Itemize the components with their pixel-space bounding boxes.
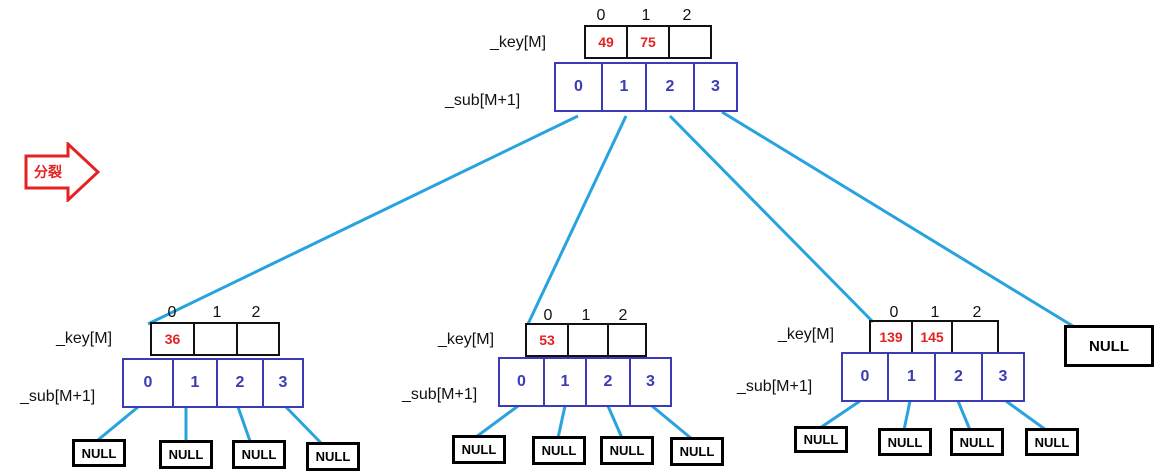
middle-index-0: 0 (543, 307, 553, 324)
left-key-cell-2 (238, 324, 278, 354)
left-key-label: _key[M] (56, 330, 113, 347)
right-null-1: NULL (878, 428, 932, 456)
root-key-cell-0: 49 (586, 27, 628, 57)
edge-middle-null2 (606, 405, 624, 439)
root-key-cell-2 (670, 27, 710, 57)
left-key-cell-1 (195, 324, 238, 354)
edge-middle-null0 (475, 404, 519, 439)
left-sub-cell-0: 0 (124, 360, 174, 406)
root-index-1: 1 (641, 7, 651, 24)
edge-right-null3 (1005, 399, 1047, 432)
root-sub-cell-2: 2 (647, 64, 695, 110)
middle-index-2: 2 (618, 307, 628, 324)
root-key-array: 49 75 (584, 25, 712, 59)
right-sub-array: 0 1 2 3 (841, 352, 1025, 402)
right-key-array: 139 145 (869, 320, 999, 354)
right-null-0: NULL (794, 426, 848, 453)
left-sub-cell-2: 2 (218, 360, 264, 406)
left-sub-label: _sub[M+1] (20, 388, 96, 405)
root-index-0: 0 (596, 7, 606, 24)
right-index-1: 1 (930, 304, 940, 321)
edge-middle-null3 (651, 404, 693, 441)
left-key-cell-0: 36 (152, 324, 195, 354)
right-key-label: _key[M] (778, 326, 835, 343)
middle-index-1: 1 (581, 307, 591, 324)
edge-root-sub2 (668, 114, 875, 324)
right-key-cell-0: 139 (871, 322, 913, 352)
root-null-3: NULL (1064, 325, 1154, 367)
root-index-2: 2 (682, 7, 692, 24)
middle-key-cell-1 (569, 325, 609, 355)
edge-right-null2 (956, 400, 972, 431)
middle-key-label: _key[M] (438, 331, 495, 348)
right-null-3: NULL (1025, 428, 1079, 456)
middle-sub-cell-1: 1 (545, 359, 587, 405)
middle-sub-cell-2: 2 (587, 359, 631, 405)
right-index-0: 0 (889, 304, 899, 321)
right-null-2: NULL (950, 428, 1004, 456)
middle-null-0: NULL (452, 435, 506, 464)
split-label: 分裂 (34, 165, 62, 181)
left-index-1: 1 (212, 304, 222, 321)
left-null-0: NULL (72, 439, 126, 467)
right-key-cell-2 (953, 322, 997, 352)
right-sub-cell-2: 2 (936, 354, 983, 400)
middle-key-cell-0: 53 (527, 325, 569, 355)
middle-null-2: NULL (600, 436, 654, 465)
middle-key-array: 53 (525, 323, 647, 357)
right-sub-cell-3: 3 (998, 368, 1008, 385)
left-sub-cell-1: 1 (174, 360, 218, 406)
edge-left-null3 (284, 405, 324, 446)
left-null-3: NULL (306, 442, 360, 471)
edge-root-sub3 (721, 110, 1077, 330)
right-key-cell-1: 145 (913, 322, 953, 352)
left-key-array: 36 (150, 322, 280, 356)
root-sub-cell-3: 3 (711, 78, 720, 95)
edge-left-null0 (97, 405, 139, 442)
left-index-0: 0 (167, 304, 177, 321)
root-key-label: _key[M] (490, 34, 547, 51)
middle-sub-cell-3: 3 (646, 373, 655, 390)
left-null-1: NULL (159, 440, 213, 469)
root-key-cell-1: 75 (628, 27, 670, 57)
middle-sub-cell-0: 0 (500, 359, 545, 405)
edge-left-null2 (236, 406, 252, 442)
edge-root-sub0 (147, 114, 579, 326)
edge-root-sub1 (526, 115, 628, 325)
root-sub-array: 0 1 2 3 (554, 62, 738, 112)
edge-right-null1 (902, 400, 912, 431)
root-sub-label: _sub[M+1] (445, 92, 521, 109)
middle-null-1: NULL (532, 436, 586, 465)
edge-right-null0 (819, 399, 861, 430)
right-sub-cell-1: 1 (889, 354, 936, 400)
left-index-2: 2 (251, 304, 261, 321)
right-sub-label: _sub[M+1] (737, 378, 813, 395)
middle-sub-array: 0 1 2 3 (498, 357, 672, 407)
split-arrow-icon (24, 142, 100, 202)
left-sub-array: 0 1 2 3 (122, 358, 304, 408)
root-sub-cell-1: 1 (603, 64, 647, 110)
left-null-2: NULL (232, 440, 286, 469)
right-sub-cell-0: 0 (843, 354, 889, 400)
root-sub-cell-0: 0 (556, 64, 603, 110)
middle-sub-label: _sub[M+1] (402, 386, 478, 403)
middle-null-3: NULL (670, 437, 724, 466)
edge-middle-null1 (556, 405, 567, 439)
middle-key-cell-2 (609, 325, 645, 355)
right-index-2: 2 (972, 304, 982, 321)
left-sub-cell-3: 3 (278, 374, 288, 391)
